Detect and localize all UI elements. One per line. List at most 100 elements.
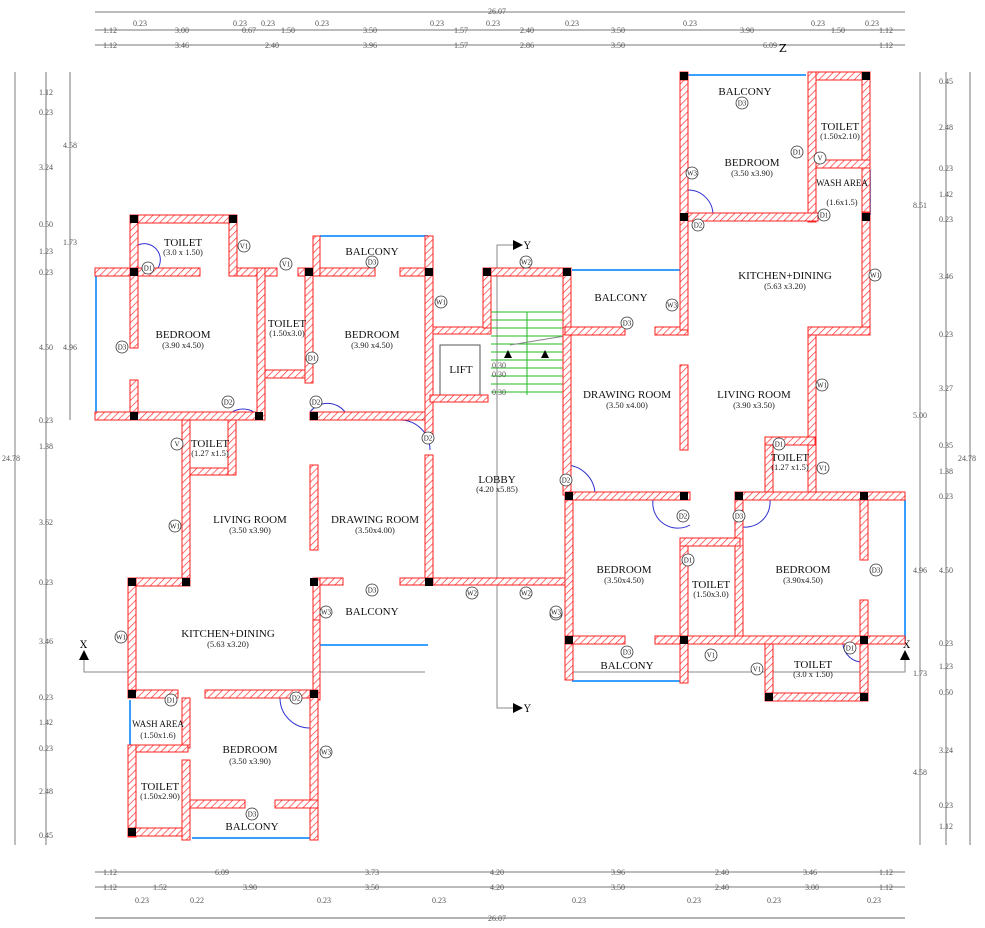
top-dimension: 1.12	[879, 26, 893, 35]
tag-w2: W2	[465, 586, 479, 600]
svg-text:(1.50x1.6): (1.50x1.6)	[140, 730, 176, 740]
left-dimension: 1.23	[39, 247, 53, 256]
tag-v1: V1	[750, 662, 764, 676]
top-dimension: 3.50	[611, 41, 625, 50]
bottom-dimension: 2.40	[715, 868, 729, 877]
left-dimension: 4.96	[63, 343, 77, 352]
svg-text:D3: D3	[368, 587, 377, 595]
tag-d2: D2	[289, 691, 303, 705]
wall	[859, 499, 869, 561]
room-bedroom-1: BEDROOM(3.90 x4.50)	[155, 329, 210, 350]
room-drawing-1: DRAWING ROOM(3.50x4.00)	[331, 514, 419, 535]
tag-d2: D2	[559, 473, 573, 487]
section-marker-x-right: X	[903, 640, 911, 651]
section-line-y	[496, 244, 513, 709]
room-toilet-7: TOILET(1.50x3.0)	[692, 579, 731, 599]
section-marker-z: Z	[779, 42, 787, 55]
wall	[679, 364, 689, 451]
tag-w3: W3	[685, 166, 699, 180]
room-toilet-5: TOILET(1.50x2.10)	[820, 121, 860, 141]
svg-text:(3.90 x3.50): (3.90 x3.50)	[733, 400, 775, 410]
bottom-dimension: 0.22	[190, 896, 204, 905]
right-dimension: 0.23	[939, 330, 953, 339]
column	[680, 213, 688, 221]
left-dimension: 3.24	[39, 163, 53, 172]
left-dimension: 3.46	[39, 637, 53, 646]
top-dimension: 0.23	[261, 19, 275, 28]
svg-text:(4.20 x5.85): (4.20 x5.85)	[476, 484, 518, 494]
section-line-x	[83, 660, 906, 673]
right-dimension: 3.46	[939, 272, 953, 281]
left-dimension: 0.23	[39, 693, 53, 702]
svg-text:D1: D1	[684, 557, 693, 565]
right-dimension: 1.42	[939, 190, 953, 199]
svg-text:D2: D2	[424, 435, 433, 443]
svg-text:(1.50x3.0): (1.50x3.0)	[269, 328, 305, 338]
total-height-label-right: 24.78	[958, 454, 976, 463]
room-balcony-2: BALCONY	[345, 606, 398, 618]
top-dimension: 3.50	[363, 26, 377, 35]
column	[128, 828, 136, 836]
column	[765, 693, 773, 701]
room-balcony-6: BALCONY	[600, 660, 653, 672]
top-dimension: 0.23	[811, 19, 825, 28]
column	[425, 268, 433, 276]
tag-d3: D3	[245, 807, 259, 821]
wall	[562, 267, 572, 496]
left-dimension: 3.62	[39, 518, 53, 527]
right-dimension: 0.50	[939, 688, 953, 697]
room-bedroom-2: BEDROOM(3.90 x4.50)	[344, 329, 399, 350]
svg-text:W1: W1	[436, 299, 447, 307]
total-width-label: 26.07	[488, 7, 506, 16]
left-dimension: 0.23	[39, 108, 53, 117]
bottom-dimension: 1.12	[103, 883, 117, 892]
columns	[128, 72, 870, 836]
left-dimension: 0.23	[39, 416, 53, 425]
svg-text:V1: V1	[707, 652, 716, 660]
svg-text:(3.50 x3.90): (3.50 x3.90)	[731, 168, 773, 178]
stair-break-line	[509, 335, 566, 346]
top-dimension: 3.96	[363, 41, 377, 50]
wall	[181, 759, 191, 841]
room-balcony-4: BALCONY	[594, 292, 647, 304]
column	[563, 268, 571, 276]
tag-v1: V1	[816, 461, 830, 475]
wall	[274, 799, 319, 809]
right-dimension: 5.00	[913, 411, 927, 420]
column	[182, 578, 190, 586]
svg-text:D3: D3	[368, 259, 377, 267]
top-dimension: 2.40	[520, 26, 534, 35]
room-kitchen-2: KITCHEN+DINING(5.63 x3.20)	[738, 270, 832, 291]
total-height-label-left: 24.78	[2, 454, 20, 463]
tag-w3: W3	[665, 298, 679, 312]
room-bedroom-4: BEDROOM(3.50 x3.90)	[724, 157, 779, 178]
svg-text:BALCONY: BALCONY	[600, 660, 653, 672]
bottom-dimension: 0.23	[687, 896, 701, 905]
bottom-dimension: 4.20	[490, 868, 504, 877]
bottom-dimension: 3.96	[611, 868, 625, 877]
tag-d2: D2	[309, 395, 323, 409]
room-toilet-3: TOILET(1.27 x1.5)	[191, 438, 230, 458]
column	[130, 412, 138, 420]
wall	[564, 491, 691, 501]
svg-text:W3: W3	[551, 609, 562, 617]
svg-text:W3: W3	[321, 609, 332, 617]
left-dimension: 2.48	[39, 787, 53, 796]
svg-text:WASH AREA: WASH AREA	[132, 719, 184, 729]
svg-text:TOILET: TOILET	[268, 318, 307, 330]
svg-text:(1.50x3.0): (1.50x3.0)	[693, 589, 729, 599]
total-width-label-bottom: 26.07	[488, 914, 506, 923]
svg-text:(3.50 x3.90): (3.50 x3.90)	[229, 525, 271, 535]
svg-text:(3.50x4.00): (3.50x4.00)	[355, 525, 395, 535]
top-dimension: 1.50	[281, 26, 295, 35]
svg-text:W2: W2	[521, 259, 532, 267]
top-dimension: 0.67	[242, 26, 256, 35]
wall	[189, 799, 246, 809]
column	[255, 412, 263, 420]
balcony-railings	[95, 74, 906, 839]
svg-text:D1: D1	[308, 355, 317, 363]
wall	[94, 267, 136, 277]
svg-text:(3.50x4.50): (3.50x4.50)	[604, 575, 644, 585]
svg-text:(1.27 x1.5): (1.27 x1.5)	[191, 448, 229, 458]
svg-text:BALCONY: BALCONY	[345, 606, 398, 618]
